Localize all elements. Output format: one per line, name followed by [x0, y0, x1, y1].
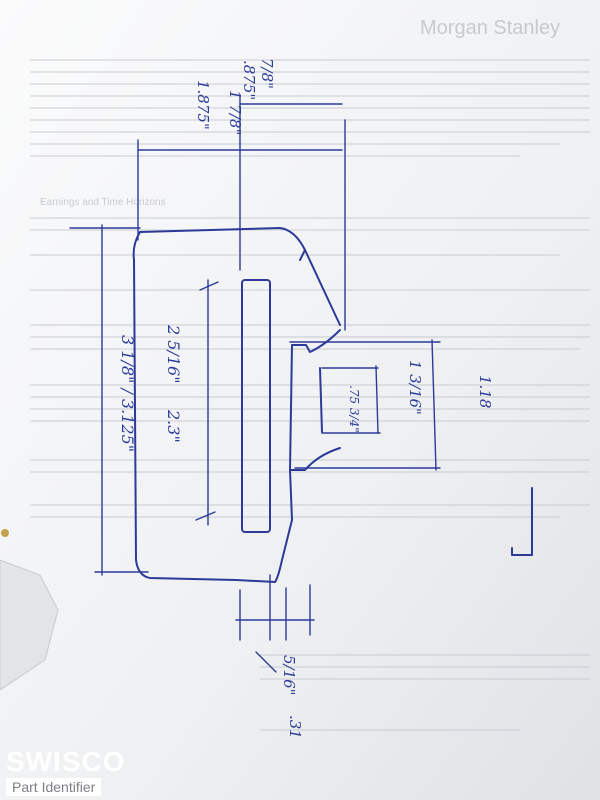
part-profile-sketch	[69, 94, 533, 673]
label-bottom-fraction: 5/16"	[280, 655, 298, 696]
brand-name: SWISCO	[6, 746, 126, 777]
plastic-part-edge	[0, 529, 59, 691]
swisco-watermark: SWISCO Part Identifier	[6, 748, 166, 797]
document-header: Morgan Stanley	[420, 17, 560, 39]
label-inner-fraction: 2 5/16"	[164, 324, 183, 384]
label-second-fraction: 1 7/8"	[226, 90, 244, 135]
printed-text-lines	[30, 59, 590, 731]
label-slot-small: .75 3/4"	[347, 385, 361, 433]
document-section-heading: Earnings and Time Horizons	[40, 197, 166, 208]
label-bottom-decimal: .31	[286, 715, 304, 739]
label-slot-decimal: 1.18	[476, 375, 494, 408]
label-top-fraction: 7/8"	[258, 58, 276, 89]
label-inner-decimal: 2.3"	[164, 409, 183, 443]
dimension-labels: 7/8" .875" 1 7/8" 1.875" 2 5/16" 2.3" 3 …	[118, 58, 494, 739]
label-slot-large: 1 3/16"	[406, 360, 424, 415]
label-overall: 3 1/8" / 3.125"	[118, 335, 137, 452]
printed-document: Morgan Stanley Earnings and Time Horizon…	[30, 17, 590, 731]
label-second-decimal: 1.875"	[194, 80, 212, 130]
label-top-decimal: .875"	[240, 60, 258, 100]
brand-subtitle: Part Identifier	[6, 778, 102, 796]
